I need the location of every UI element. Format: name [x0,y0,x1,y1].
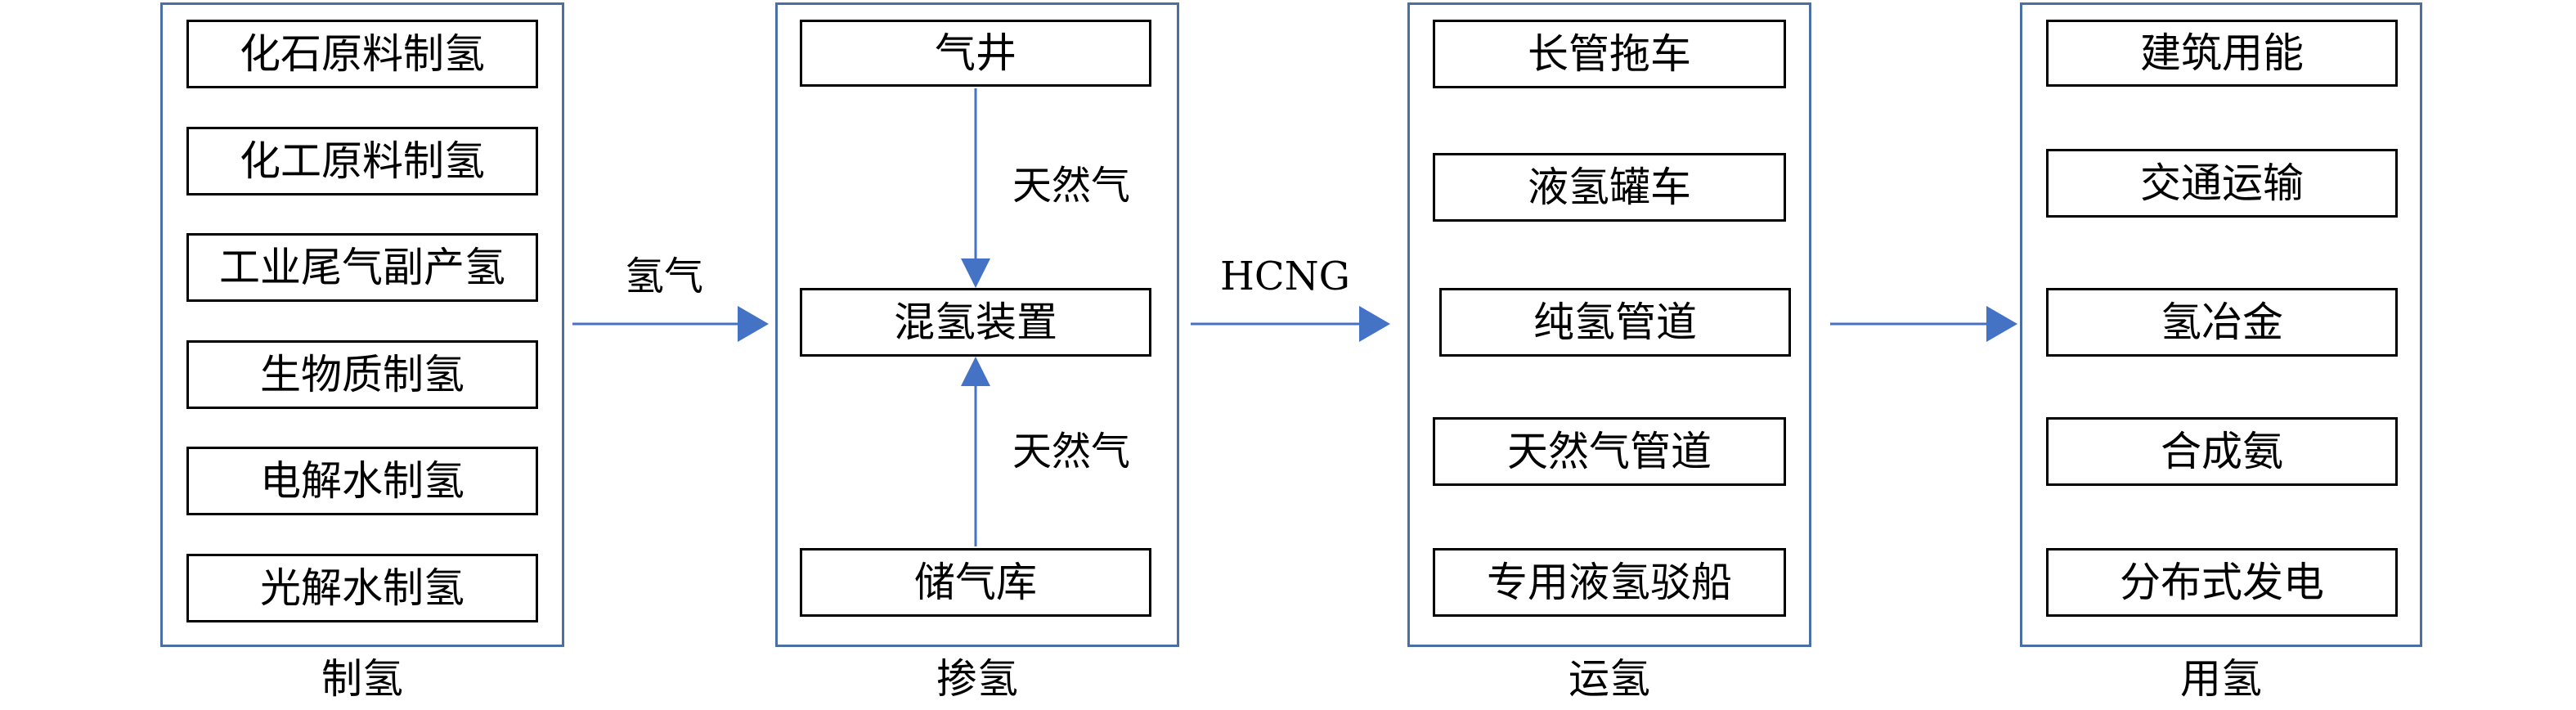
hcng-flow-label: HCNG [1220,254,1350,299]
arrow-well-to-mixer [961,88,990,288]
transport-caption: 运氢 [1568,655,1650,703]
production-caption: 制氢 [321,655,403,703]
production-item: 工业尾气副产氢 [186,233,538,302]
transport-item: 专用液氢驳船 [1433,548,1786,617]
transport-item: 纯氢管道 [1439,288,1791,357]
transport-item: 天然气管道 [1433,417,1786,486]
gas-storage-box: 储气库 [800,548,1151,617]
use-item: 交通运输 [2046,149,2398,218]
blending-caption: 掺氢 [936,655,1018,703]
transport-panel [1407,2,1811,647]
transport-item: 长管拖车 [1433,20,1786,88]
production-item: 生物质制氢 [186,340,538,409]
arrow-storage-to-mixer [961,357,990,546]
hydrogen-flow-label: 氢气 [625,254,704,299]
hydrogen-mixer-box: 混氢装置 [800,288,1151,357]
transport-item: 液氢罐车 [1433,153,1786,222]
arrow-hydrogen [572,306,769,342]
production-item: 化石原料制氢 [186,20,538,88]
use-item: 氢冶金 [2046,288,2398,357]
production-panel [160,2,564,647]
production-item: 化工原料制氢 [186,127,538,195]
use-item: 分布式发电 [2046,548,2398,617]
use-caption: 用氢 [2180,655,2262,703]
production-item: 电解水制氢 [186,447,538,515]
use-panel [2020,2,2422,647]
production-item: 光解水制氢 [186,554,538,622]
blending-panel [775,2,1179,647]
gas-well-box: 气井 [800,20,1151,87]
use-item: 合成氨 [2046,417,2398,486]
use-item: 建筑用能 [2046,20,2398,87]
arrow-hcng [1191,306,1390,342]
natural-gas-label-upper: 天然气 [1012,163,1131,209]
natural-gas-label-lower: 天然气 [1012,429,1131,474]
arrow-to-use [1830,306,2017,342]
